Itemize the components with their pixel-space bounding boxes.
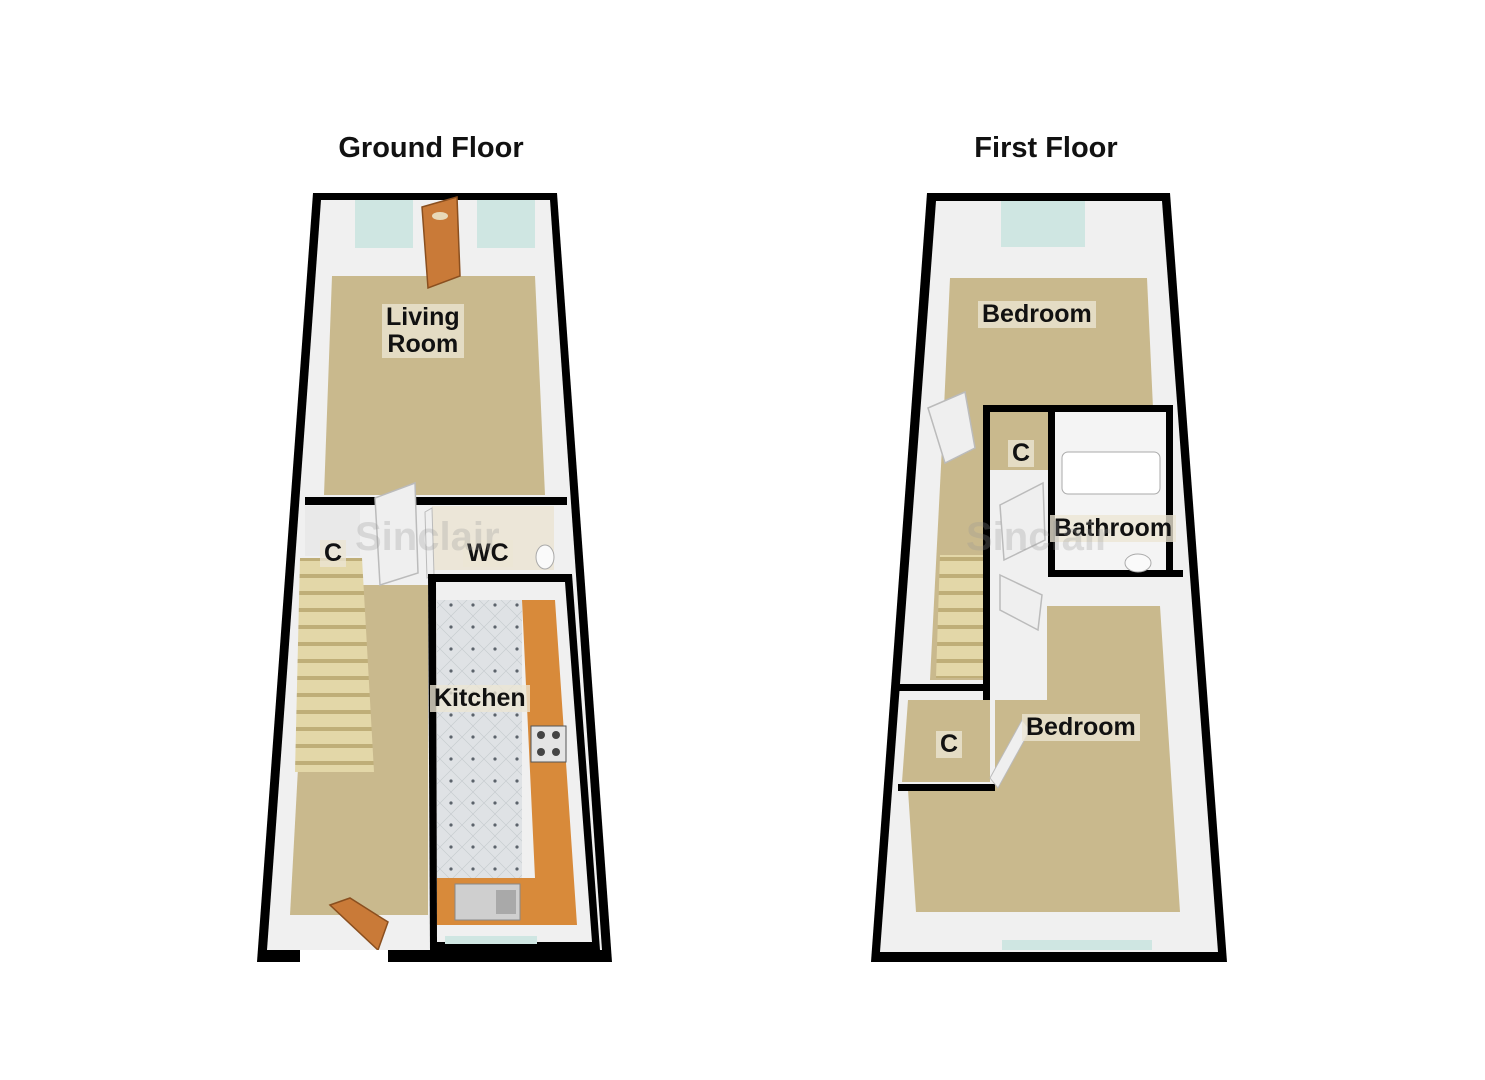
first-cupboard-upper-label: C	[1008, 440, 1035, 467]
kitchen-hob	[530, 725, 567, 763]
watermark-first: Sinclair	[966, 515, 1111, 559]
bath-toilet	[1124, 553, 1152, 573]
hall-door	[374, 481, 419, 587]
ground-stairs	[295, 558, 374, 772]
first-floor-plan	[871, 193, 1227, 962]
living-room-label: Living Room	[382, 304, 464, 358]
ground-floor-plan	[257, 193, 612, 962]
first-floor-title: First Floor	[974, 132, 1118, 164]
living-window-left	[355, 200, 413, 248]
back-door	[328, 897, 389, 952]
ground-partition-wall	[305, 497, 567, 505]
first-cupboard-lower-label: C	[936, 731, 963, 758]
wc-label: WC	[463, 540, 513, 567]
ground-cupboard-label: C	[320, 540, 347, 567]
ground-floor-title: Ground Floor	[338, 132, 524, 164]
front-door	[421, 196, 461, 290]
bedroom-two-door	[999, 573, 1043, 632]
first-stairs	[936, 555, 985, 678]
kitchen-floor	[437, 600, 522, 878]
bedroom-two-floor	[908, 606, 1180, 912]
watermark-ground: Sinclair	[355, 515, 500, 559]
living-room-floor	[324, 276, 545, 495]
bathroom-door	[999, 481, 1046, 562]
bathroom-label: Bathroom	[1050, 515, 1177, 542]
bedroom-two-window	[1002, 940, 1152, 950]
bath-tub	[1061, 451, 1161, 495]
bedroom-one-window	[1001, 201, 1085, 247]
kitchen-worktop	[437, 600, 577, 925]
bedroom-two-label: Bedroom	[1022, 714, 1140, 741]
bedroom-one-label: Bedroom	[978, 301, 1096, 328]
kitchen-label: Kitchen	[430, 685, 530, 712]
living-window-right	[477, 200, 535, 248]
bedroom-one-door	[927, 390, 976, 465]
bedroom-one-floor	[944, 278, 1153, 408]
